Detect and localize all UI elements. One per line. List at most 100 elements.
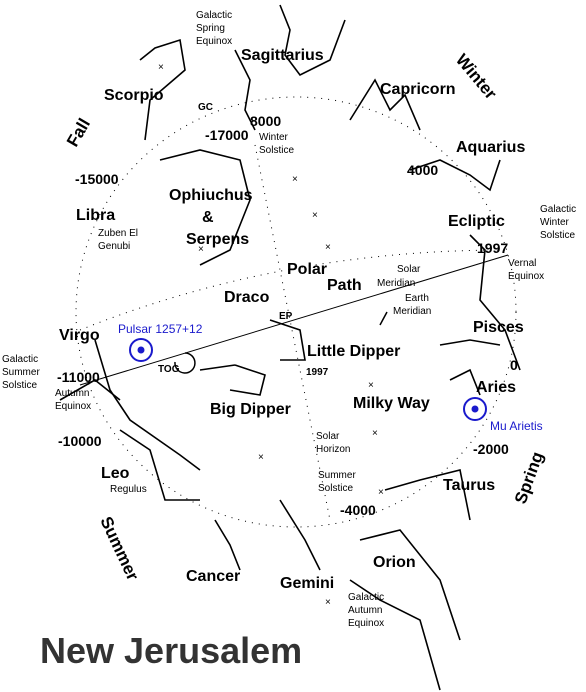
- note-gc: GC: [198, 102, 213, 113]
- constellation-lines: [59, 4, 521, 691]
- meridian-line: [254, 144, 331, 521]
- tog-arrow-icon: [174, 352, 196, 374]
- svg-text:×: ×: [292, 174, 298, 185]
- year-4000: 4000: [407, 162, 438, 178]
- aquarius-lines: [409, 159, 501, 192]
- pulsar-marker-ring: [129, 338, 153, 362]
- note-galactic-summer-3: Solstice: [2, 380, 37, 391]
- mu-arietis-marker-dot: [471, 405, 479, 413]
- sagittarius-lines: [279, 4, 346, 77]
- note-earth-meridian-1: Earth: [405, 293, 429, 304]
- pisces-lines: [469, 234, 521, 371]
- ophiuchus-lines: [159, 149, 251, 266]
- svg-text:×: ×: [378, 487, 384, 498]
- note-galactic-winter-3: Solstice: [540, 230, 575, 241]
- virgo-lines-2: [59, 379, 121, 401]
- label-milky-way: Milky Way: [353, 395, 430, 412]
- year-0: 0: [510, 357, 518, 373]
- note-galactic-autumn-1: Galactic: [348, 592, 384, 603]
- note-galactic-autumn-2: Autumn: [348, 605, 382, 616]
- note-zuben-1: Zuben El: [98, 228, 138, 239]
- aries-lines: [449, 368, 481, 396]
- note-galactic-autumn-3: Equinox: [348, 618, 384, 629]
- equinox-line: [79, 254, 509, 386]
- leo-lines: [119, 429, 200, 501]
- svg-text:×: ×: [312, 210, 318, 221]
- cancer-lines: [214, 519, 241, 571]
- note-galactic-summer-2: Summer: [2, 367, 40, 378]
- orion-lines: [359, 529, 461, 641]
- label-ecliptic: Ecliptic: [448, 213, 505, 230]
- note-earth-meridian-2: Meridian: [393, 306, 431, 317]
- note-solar-horizon-1: Solar: [316, 431, 340, 442]
- label-little-dipper: Little Dipper: [307, 343, 400, 360]
- label-ampersand: &: [202, 209, 214, 226]
- note-galactic-spring-1: Galactic: [196, 10, 232, 21]
- label-virgo: Virgo: [59, 327, 100, 344]
- label-big-dipper: Big Dipper: [210, 401, 291, 418]
- note-galactic-spring-2: Spring: [196, 23, 225, 34]
- note-galactic-winter-2: Winter: [540, 217, 570, 228]
- year-8000: 8000: [250, 113, 281, 129]
- pulsar-marker-dot: [137, 346, 145, 354]
- note-solar-meridian-2: Meridian: [377, 278, 415, 289]
- label-leo: Leo: [101, 465, 130, 482]
- scorpio-lines: [139, 38, 186, 141]
- year-minus-4000: -4000: [340, 502, 376, 518]
- note-solar-meridian-1: Solar: [397, 264, 421, 275]
- svg-text:×: ×: [372, 428, 378, 439]
- label-mu-arietis: Mu Arietis: [490, 419, 543, 433]
- note-zuben-2: Genubi: [98, 241, 130, 252]
- capricorn-lines: [349, 78, 421, 131]
- mu-arietis-marker-ring: [463, 397, 487, 421]
- note-ep: EP: [279, 311, 293, 322]
- label-scorpio: Scorpio: [104, 87, 164, 104]
- label-aries: Aries: [476, 379, 516, 396]
- grid-markers: ××× ××× ××× ×: [158, 62, 384, 608]
- meridian-arrow-icon: [379, 311, 388, 326]
- little-dipper-lines: [269, 319, 306, 361]
- season-winter: Winter: [452, 50, 501, 103]
- ecliptic-circle: [75, 96, 517, 528]
- label-pisces: Pisces: [473, 319, 524, 336]
- big-dipper-lines: [229, 364, 266, 396]
- svg-text:×: ×: [368, 380, 374, 391]
- note-galactic-winter-1: Galactic: [540, 204, 576, 215]
- label-path: Path: [327, 277, 362, 294]
- note-galactic-spring-3: Equinox: [196, 36, 232, 47]
- note-winter-solstice-2: Solstice: [259, 145, 294, 156]
- virgo-lines: [94, 339, 201, 471]
- note-tog: TOG: [158, 364, 180, 375]
- label-sagittarius: Sagittarius: [241, 47, 324, 64]
- svg-text:×: ×: [198, 244, 204, 255]
- taurus-lines: [384, 469, 471, 521]
- note-summer-solstice-2: Solstice: [318, 483, 353, 494]
- svg-text:×: ×: [325, 597, 331, 608]
- label-capricorn: Capricorn: [380, 81, 456, 98]
- season-spring: Spring: [511, 449, 547, 506]
- note-autumn-equinox-2: Equinox: [55, 401, 91, 412]
- season-fall: Fall: [63, 115, 94, 150]
- season-summer: Summer: [96, 514, 142, 584]
- page-title: New Jerusalem: [40, 630, 302, 671]
- label-gemini: Gemini: [280, 575, 334, 592]
- sagittarius-lines-2: [234, 49, 256, 131]
- note-galactic-summer-1: Galactic: [2, 354, 38, 365]
- note-1997: 1997: [306, 367, 329, 378]
- big-dipper-handle: [199, 364, 236, 371]
- label-draco: Draco: [224, 289, 270, 306]
- svg-text:×: ×: [158, 62, 164, 73]
- label-cancer: Cancer: [186, 568, 240, 585]
- label-pulsar: Pulsar 1257+12: [118, 322, 203, 336]
- label-polar: Polar: [287, 261, 327, 278]
- year-minus-2000: -2000: [473, 441, 509, 457]
- year-minus-10000: -10000: [58, 433, 102, 449]
- label-taurus: Taurus: [443, 477, 495, 494]
- label-ophiuchus: Ophiuchus: [169, 187, 253, 204]
- year-1997-vernal: 1997: [477, 240, 508, 256]
- label-serpens: Serpens: [186, 231, 249, 248]
- label-libra: Libra: [76, 207, 115, 224]
- note-vernal-1: Vernal: [508, 258, 536, 269]
